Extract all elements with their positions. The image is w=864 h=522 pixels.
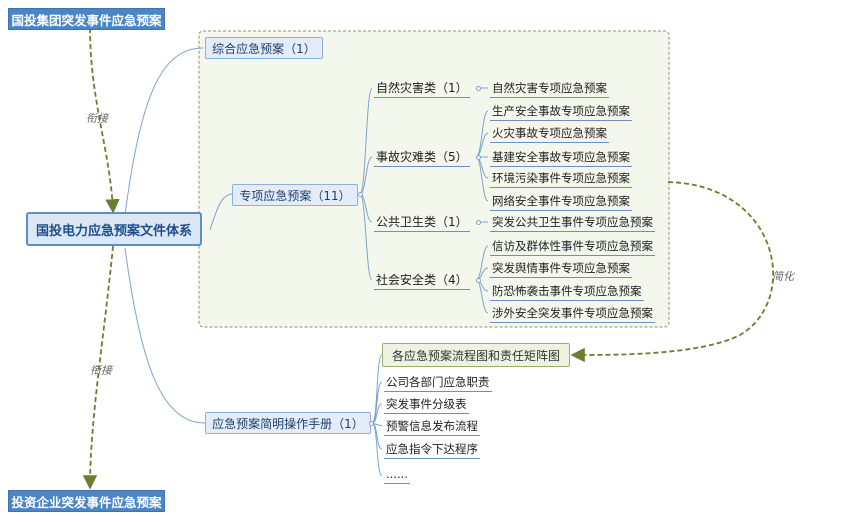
- expand-dot: [476, 220, 481, 225]
- item-production-safety-plan: 生产安全事故专项应急预案: [490, 103, 632, 121]
- top-node-group-plan: 国投集团突发事件应急预案: [8, 8, 165, 30]
- link-lower-connect: [82, 245, 114, 490]
- special-plans-group-box: [198, 30, 670, 328]
- item-fire-accident-plan: 火灾事故专项应急预案: [490, 125, 609, 143]
- root-node: 国投电力应急预案文件体系: [26, 212, 202, 246]
- link-label-lower: 衔接: [90, 364, 112, 377]
- expand-dot: [476, 155, 481, 160]
- category-public-health: 公共卫生类（1）: [374, 214, 470, 232]
- category-social-security: 社会安全类（4）: [374, 272, 470, 290]
- category-natural: 自然灾害类（1）: [374, 80, 470, 98]
- item-public-opinion-plan: 突发舆情事件专项应急预案: [490, 260, 632, 278]
- link-label-upper: 衔接: [86, 112, 108, 125]
- link-manual-items: [371, 354, 383, 477]
- branch-manual: 应急预案简明操作手册（1）: [205, 412, 371, 434]
- item-network-security-plan: 网络安全事件专项应急预案: [490, 193, 632, 211]
- link-upper-connect: [89, 27, 120, 214]
- item-natural-disaster-plan: 自然灾害专项应急预案: [490, 80, 609, 98]
- link-special-cats: [359, 87, 373, 281]
- link-cat-items: [475, 87, 489, 314]
- manual-item-command-procedure: 应急指令下达程序: [384, 441, 480, 459]
- manual-item-flowchart: 各应急预案流程图和责任矩阵图: [382, 343, 570, 367]
- category-accident: 事故灾难类（5）: [374, 149, 470, 167]
- expand-dot: [369, 421, 374, 426]
- item-anti-terrorism-plan: 防恐怖袭击事件专项应急预案: [490, 283, 644, 301]
- link-root-special: [209, 193, 233, 231]
- manual-item-warning-flow: 预警信息发布流程: [384, 418, 480, 436]
- manual-item-classification: 突发事件分级表: [384, 396, 469, 414]
- link-root-general: [124, 47, 204, 216]
- link-label-simplify: 简化: [772, 270, 794, 283]
- item-environmental-pollution-plan: 环境污染事件专项应急预案: [490, 170, 632, 188]
- bottom-node-enterprise-plan: 投资企业突发事件应急预案: [8, 490, 165, 512]
- expand-dot: [358, 192, 363, 197]
- branch-general-plan: 综合应急预案（1）: [205, 37, 323, 59]
- link-simplify: [570, 181, 774, 363]
- item-public-health-plan: 突发公共卫生事件专项应急预案: [490, 214, 655, 232]
- manual-item-duties: 公司各部门应急职责: [384, 374, 492, 392]
- expand-dot: [476, 278, 481, 283]
- branch-special-plan: 专项应急预案（11）: [232, 184, 358, 206]
- item-foreign-security-plan: 涉外安全突发事件专项应急预案: [490, 305, 655, 323]
- item-petition-plan: 信访及群体性事件专项应急预案: [490, 238, 655, 256]
- link-root-manual: [124, 247, 206, 424]
- expand-dot: [476, 86, 481, 91]
- item-construction-safety-plan: 基建安全事故专项应急预案: [490, 149, 632, 167]
- manual-item-more: ......: [384, 466, 410, 484]
